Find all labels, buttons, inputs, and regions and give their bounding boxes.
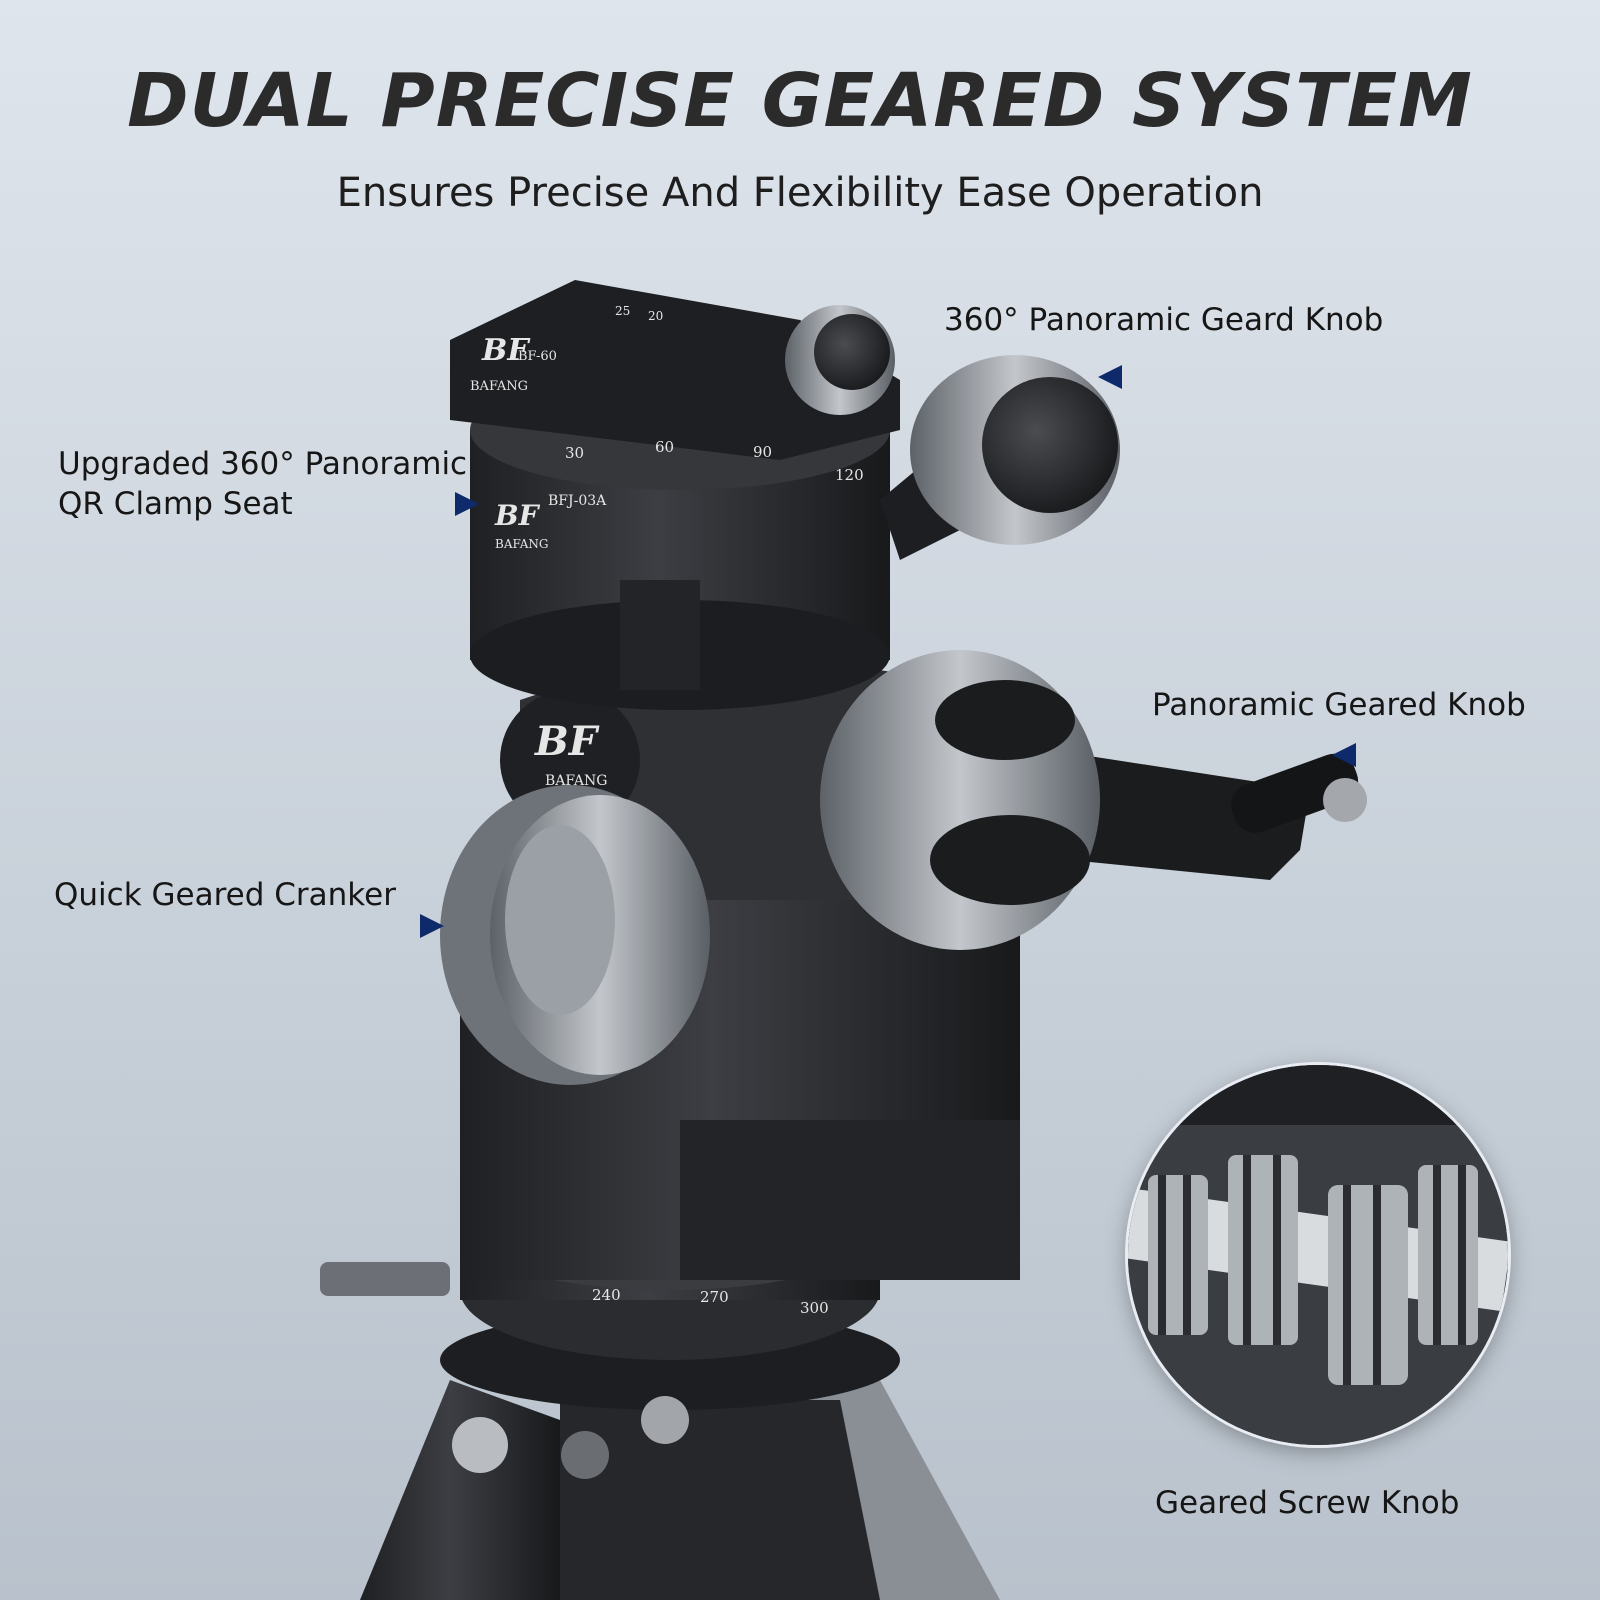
gear-closeup-inset (1128, 1065, 1508, 1445)
arrow-panoramic-geared-knob (1332, 743, 1356, 767)
arrow-clamp-seat (455, 492, 479, 516)
page-subtitle: Ensures Precise And Flexibility Ease Ope… (336, 170, 1264, 216)
callout-panoramic-top-knob: 360° Panoramic Geard Knob (944, 302, 1384, 338)
panoramic-geared-knob (820, 650, 1367, 950)
callout-quick-cranker: Quick Geared Cranker (54, 877, 396, 913)
callout-geared-screw-knob: Geared Screw Knob (1155, 1485, 1460, 1521)
scale-ring-0: 30 (565, 444, 584, 462)
logo-top: BF (481, 333, 531, 368)
scale-ring-3: 120 (835, 466, 864, 484)
arrow-quick-cranker (420, 914, 444, 938)
scale-base-0: 240 (592, 1286, 621, 1304)
callout-clamp-seat-line2: QR Clamp Seat (58, 486, 293, 522)
logo-body: BF (534, 718, 600, 765)
base-model: BFJ-03A (548, 493, 607, 509)
quick-geared-cranker (440, 785, 710, 1085)
scale-top-1: 20 (648, 309, 663, 323)
scale-base-2: 300 (800, 1299, 829, 1317)
gear-closeup-image (1128, 1065, 1508, 1445)
scale-top-0: 25 (615, 304, 630, 318)
brand-top: BAFANG (470, 379, 528, 394)
page-title: DUAL PRECISE GEARED SYSTEM (127, 58, 1473, 144)
callout-panoramic-geared-knob: Panoramic Geared Knob (1152, 687, 1526, 723)
engravings: BF BAFANG BF-60 25 20 30 60 90 120 BF BA… (470, 304, 864, 1317)
brand-base: BAFANG (495, 537, 549, 551)
logo-base: BF (494, 499, 541, 532)
brand-body: BAFANG (545, 773, 607, 789)
scale-base-1: 270 (700, 1288, 729, 1306)
qr-clamp-seat (450, 280, 900, 710)
callout-clamp-seat-line1: Upgraded 360° Panoramic (58, 446, 468, 482)
panoramic-top-knob (785, 305, 1120, 560)
scale-ring-1: 60 (655, 438, 674, 456)
scale-ring-2: 90 (753, 443, 772, 461)
clamp-model: BF-60 (518, 349, 557, 364)
arrow-panoramic-top-knob (1098, 365, 1122, 389)
